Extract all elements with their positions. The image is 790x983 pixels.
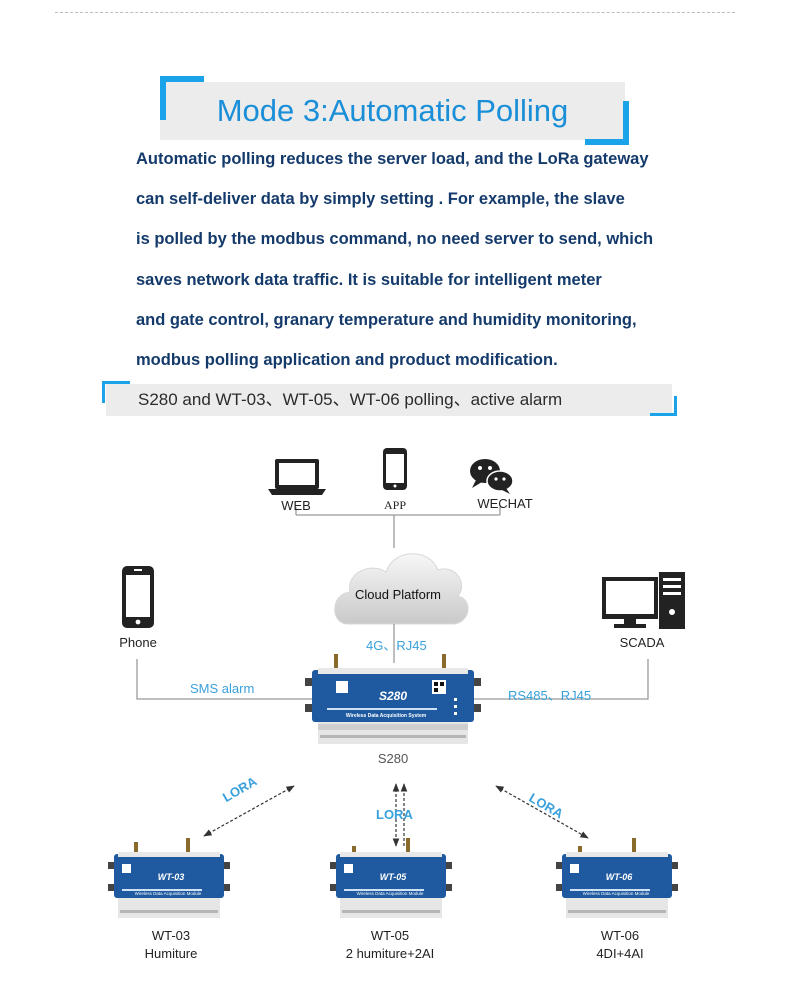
wt-03-desc-label: Humiture bbox=[144, 946, 198, 961]
wt-03-front-text: WT-03 bbox=[158, 872, 185, 882]
s280-front-text: S280 bbox=[379, 689, 407, 703]
wt-06-device bbox=[556, 838, 678, 918]
description-line: saves network data traffic. It is suitab… bbox=[136, 271, 602, 289]
wt-05-subtitle: Wireless Data Acquisition Module bbox=[357, 891, 424, 896]
web-label: WEB bbox=[281, 498, 311, 513]
wt-03-device bbox=[108, 838, 230, 918]
subtitle-bracket bbox=[650, 413, 677, 416]
s280-label: S280 bbox=[377, 751, 409, 766]
s280-gateway-device bbox=[305, 654, 481, 744]
wt-06-desc-label: 4DI+4AI bbox=[596, 946, 644, 961]
description-line: can self-deliver data by simply setting … bbox=[136, 190, 625, 208]
computer-icon bbox=[602, 572, 685, 629]
phone-label: Phone bbox=[119, 635, 157, 650]
description-line: and gate control, granary temperature an… bbox=[136, 311, 637, 329]
app-label: APP bbox=[383, 498, 406, 512]
top-dashed-divider bbox=[55, 12, 735, 13]
wt-06-model-label: WT-06 bbox=[600, 928, 640, 943]
s280-subtitle: Wireless Data Acquisition System bbox=[346, 713, 427, 719]
description-line: modbus polling application and product m… bbox=[136, 351, 558, 369]
title-bracket bbox=[160, 76, 204, 82]
side-link-lines bbox=[136, 659, 649, 700]
wechat-label: WECHAT bbox=[477, 496, 533, 511]
cloud-link-label: 4G、RJ45 bbox=[366, 638, 427, 653]
wt-05-front-text: WT-05 bbox=[380, 872, 407, 882]
subtitle-bracket bbox=[674, 396, 677, 416]
subtitle-bracket bbox=[102, 381, 105, 403]
scada-label: SCADA bbox=[619, 635, 665, 650]
wt-05-desc-label: 2 humiture+2AI bbox=[345, 946, 435, 961]
lora-label-center: LORA bbox=[376, 807, 413, 822]
wt-05-device bbox=[330, 838, 452, 918]
title-bracket bbox=[585, 139, 629, 145]
laptop-icon bbox=[268, 459, 326, 495]
subtitle-bracket bbox=[102, 381, 130, 384]
rs485-label: RS485、RJ45 bbox=[508, 688, 592, 703]
wt-03-subtitle: Wireless Data Acquisition Module bbox=[135, 891, 202, 896]
description-line: Automatic polling reduces the server loa… bbox=[136, 150, 649, 168]
description-line: is polled by the modbus command, no need… bbox=[136, 230, 654, 248]
wt-03-model-label: WT-03 bbox=[151, 928, 191, 943]
cloud-platform-label: Cloud Platform bbox=[355, 587, 441, 602]
title-bracket bbox=[160, 76, 166, 120]
title-box bbox=[160, 82, 625, 140]
sms-alarm-label: SMS alarm bbox=[190, 681, 255, 696]
wt-06-front-text: WT-06 bbox=[606, 872, 633, 882]
smartphone-icon bbox=[383, 448, 407, 490]
wechat-icon bbox=[470, 459, 514, 494]
cloud-icon bbox=[334, 553, 469, 625]
subtitle-box bbox=[106, 384, 672, 416]
top-connector-lines bbox=[295, 507, 501, 548]
title-bracket bbox=[623, 101, 629, 145]
page-title: Mode 3:Automatic Polling bbox=[216, 93, 569, 128]
wt-06-subtitle: Wireless Data Acquisition Module bbox=[583, 891, 650, 896]
wt-05-model-label: WT-05 bbox=[370, 928, 410, 943]
mobile-phone-icon bbox=[122, 566, 154, 628]
lora-link-arrows bbox=[203, 783, 589, 847]
subtitle: S280 and WT-03、WT-05、WT-06 polling、activ… bbox=[138, 390, 563, 409]
